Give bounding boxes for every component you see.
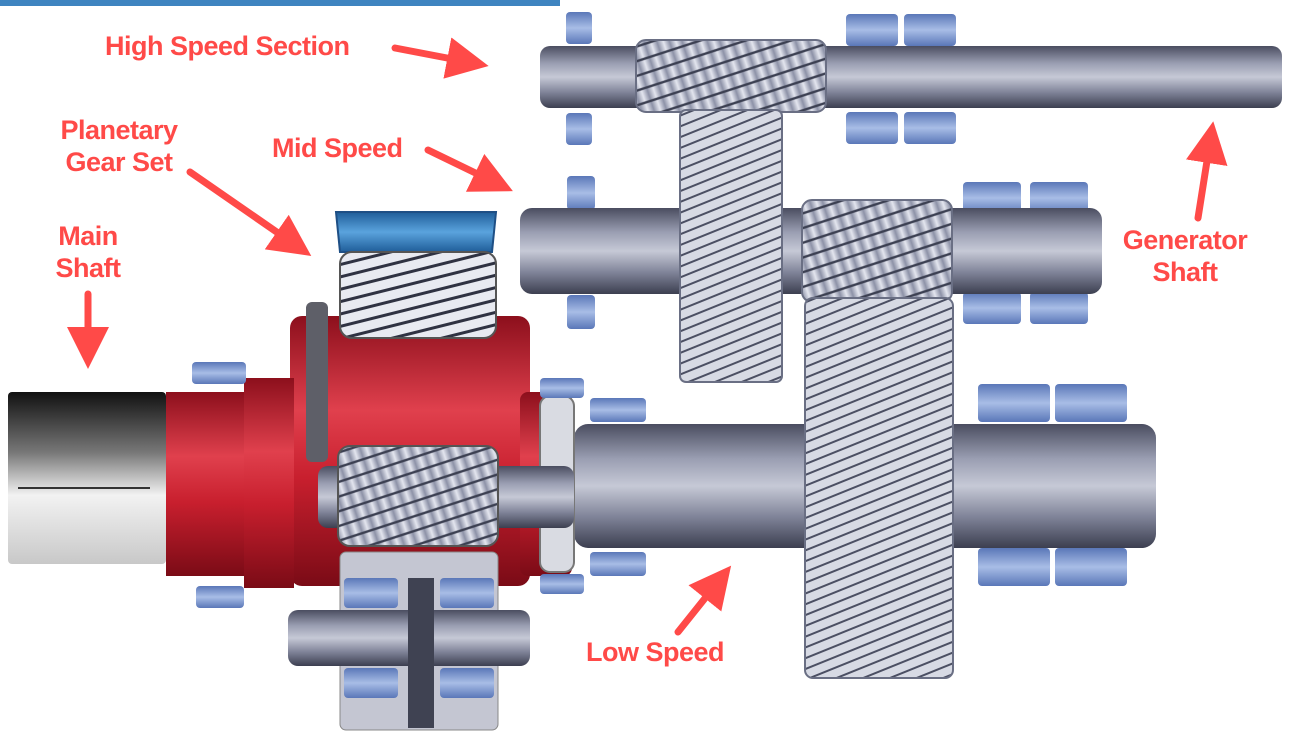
bearing xyxy=(566,12,592,44)
bearing xyxy=(963,292,1021,324)
sun-gear xyxy=(337,445,499,547)
annotation-arrows xyxy=(67,37,1228,636)
bearing xyxy=(963,182,1021,214)
bearing xyxy=(344,578,398,608)
bearing xyxy=(846,112,898,144)
bearing xyxy=(904,14,956,46)
ring-gear xyxy=(334,211,498,253)
bearing xyxy=(566,113,592,145)
mid-speed-pinion xyxy=(801,199,953,303)
bearing xyxy=(540,378,584,398)
planet-carrier xyxy=(166,392,246,576)
bearing xyxy=(192,362,246,384)
label-planetary-gear-set: Planetary Gear Set xyxy=(60,115,178,177)
label-generator-shaft: Generator Shaft xyxy=(1122,225,1248,287)
bearing xyxy=(567,295,595,329)
bearing xyxy=(567,176,595,210)
arrow-generator-shaft xyxy=(1185,121,1228,222)
arrow-mid-speed xyxy=(424,146,513,192)
bearing xyxy=(904,112,956,144)
bearing xyxy=(540,574,584,594)
label-main-shaft: Main Shaft xyxy=(55,221,122,283)
label-high-speed-section: High Speed Section xyxy=(105,31,350,61)
bearing xyxy=(846,14,898,46)
bearing xyxy=(344,668,398,698)
planet-gear-top xyxy=(339,251,497,339)
bearing xyxy=(1030,182,1088,214)
mid-speed-shaft-assembly xyxy=(520,109,1102,383)
header-strip xyxy=(0,0,560,6)
planetary-assembly xyxy=(8,211,584,731)
bearing xyxy=(1055,384,1127,422)
bearing xyxy=(978,548,1050,586)
bearing xyxy=(590,552,646,576)
bearing xyxy=(440,578,494,608)
arrow-high-speed xyxy=(391,37,489,79)
high-speed-shaft-assembly xyxy=(540,12,1282,145)
arrow-low-speed xyxy=(674,565,732,636)
bearing xyxy=(1055,548,1127,586)
bearing xyxy=(978,384,1050,422)
seal-ring xyxy=(306,302,328,462)
low-speed-shaft-assembly xyxy=(574,297,1156,679)
low-speed-bull-gear xyxy=(804,297,954,679)
label-mid-speed: Mid Speed xyxy=(272,133,403,163)
mid-speed-large-gear xyxy=(679,109,783,383)
label-low-speed: Low Speed xyxy=(586,637,725,667)
bearing xyxy=(440,668,494,698)
main-shaft-hub xyxy=(8,392,166,564)
arrow-planetary xyxy=(186,168,312,256)
bearing xyxy=(196,586,244,608)
carrier-link xyxy=(244,378,294,588)
high-speed-pinion xyxy=(635,39,827,113)
bearing xyxy=(1030,292,1088,324)
bearing xyxy=(590,398,646,422)
